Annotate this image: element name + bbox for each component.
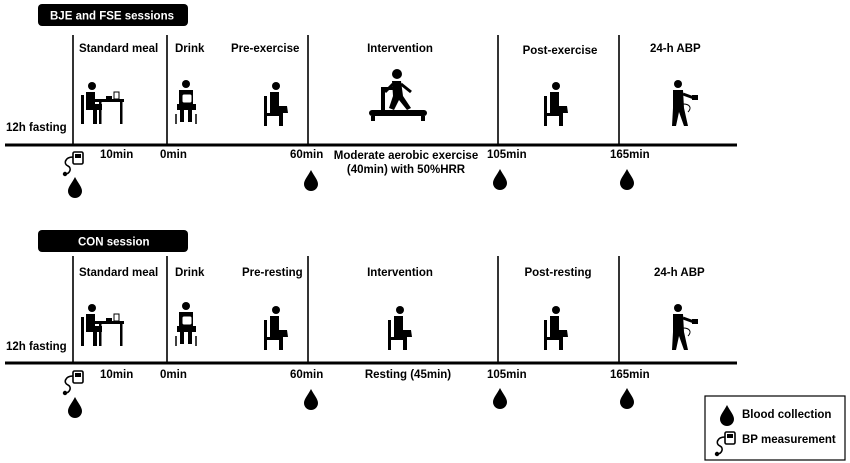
blood-drop-icon <box>620 169 634 190</box>
phase-label-drink: Drink <box>175 267 205 279</box>
person-sitting-icon <box>544 82 568 126</box>
person-eating-icon <box>80 303 125 347</box>
legend-bp-label: BP measurement <box>742 434 836 446</box>
blood-drop-icon <box>620 388 634 409</box>
legend: Blood collection BP measurement <box>704 395 846 461</box>
person-sitting-icon <box>264 82 288 126</box>
phase-label-post-exercise: Post-exercise <box>523 45 598 57</box>
phase-label-standard-meal: Standard meal <box>79 43 158 55</box>
person-sitting-icon <box>264 306 288 350</box>
phase-label-pre-exercise: Pre-exercise <box>231 43 299 55</box>
bp-monitor-icon <box>61 151 84 177</box>
intervention-note: Moderate aerobic exercise <box>334 150 478 162</box>
blood-drop-icon <box>68 177 82 198</box>
blood-drop-icon <box>493 169 507 190</box>
person-walking-monitor-icon <box>670 78 700 128</box>
blood-drop-icon <box>68 397 82 418</box>
intervention-note: Resting (45min) <box>365 369 451 381</box>
blood-drop-icon <box>304 389 318 410</box>
time-label: 105min <box>487 369 527 381</box>
person-eating-icon <box>80 81 125 125</box>
phase-label-post-resting: Post-resting <box>524 267 591 279</box>
time-label: 105min <box>487 149 527 161</box>
bp-monitor-icon <box>61 370 84 397</box>
blood-drop-icon <box>493 388 507 409</box>
session-1-title: BJE and FSE sessions <box>50 11 174 23</box>
time-label: 10min <box>100 149 133 161</box>
fasting-label: 12h fasting <box>6 122 67 134</box>
phase-label-pre-resting: Pre-resting <box>242 267 303 279</box>
phase-label-drink: Drink <box>175 43 205 55</box>
session-2: CON session Standard meal Drink Pre-rest… <box>5 230 737 418</box>
time-label: 165min <box>610 369 650 381</box>
time-label: 0min <box>160 149 187 161</box>
person-drinking-icon <box>175 79 197 125</box>
blood-drop-icon <box>304 170 318 191</box>
person-drinking-icon <box>175 301 197 347</box>
person-treadmill-icon <box>367 67 429 123</box>
session-1-title-box <box>38 4 188 26</box>
intervention-note: (40min) with 50%HRR <box>347 164 466 176</box>
phase-label-intervention: Intervention <box>367 267 433 279</box>
session-2-title-box <box>38 230 188 252</box>
legend-box <box>704 395 846 461</box>
phase-label-standard-meal: Standard meal <box>79 267 158 279</box>
person-sitting-icon <box>388 306 412 350</box>
legend-blood-label: Blood collection <box>742 409 831 421</box>
phase-label-24h-abp: 24-h ABP <box>654 267 705 279</box>
phase-label-24h-abp: 24-h ABP <box>650 43 701 55</box>
time-label: 10min <box>100 369 133 381</box>
time-label: 0min <box>160 369 187 381</box>
time-label: 60min <box>290 369 323 381</box>
time-label: 60min <box>290 149 323 161</box>
session-1: BJE and FSE sessions Standard meal Drink… <box>5 4 737 198</box>
person-walking-monitor-icon <box>670 302 700 352</box>
session-2-title: CON session <box>78 237 150 249</box>
person-sitting-icon <box>544 306 568 350</box>
phase-label-intervention: Intervention <box>367 43 433 55</box>
time-label: 165min <box>610 149 650 161</box>
fasting-label: 12h fasting <box>6 341 67 353</box>
